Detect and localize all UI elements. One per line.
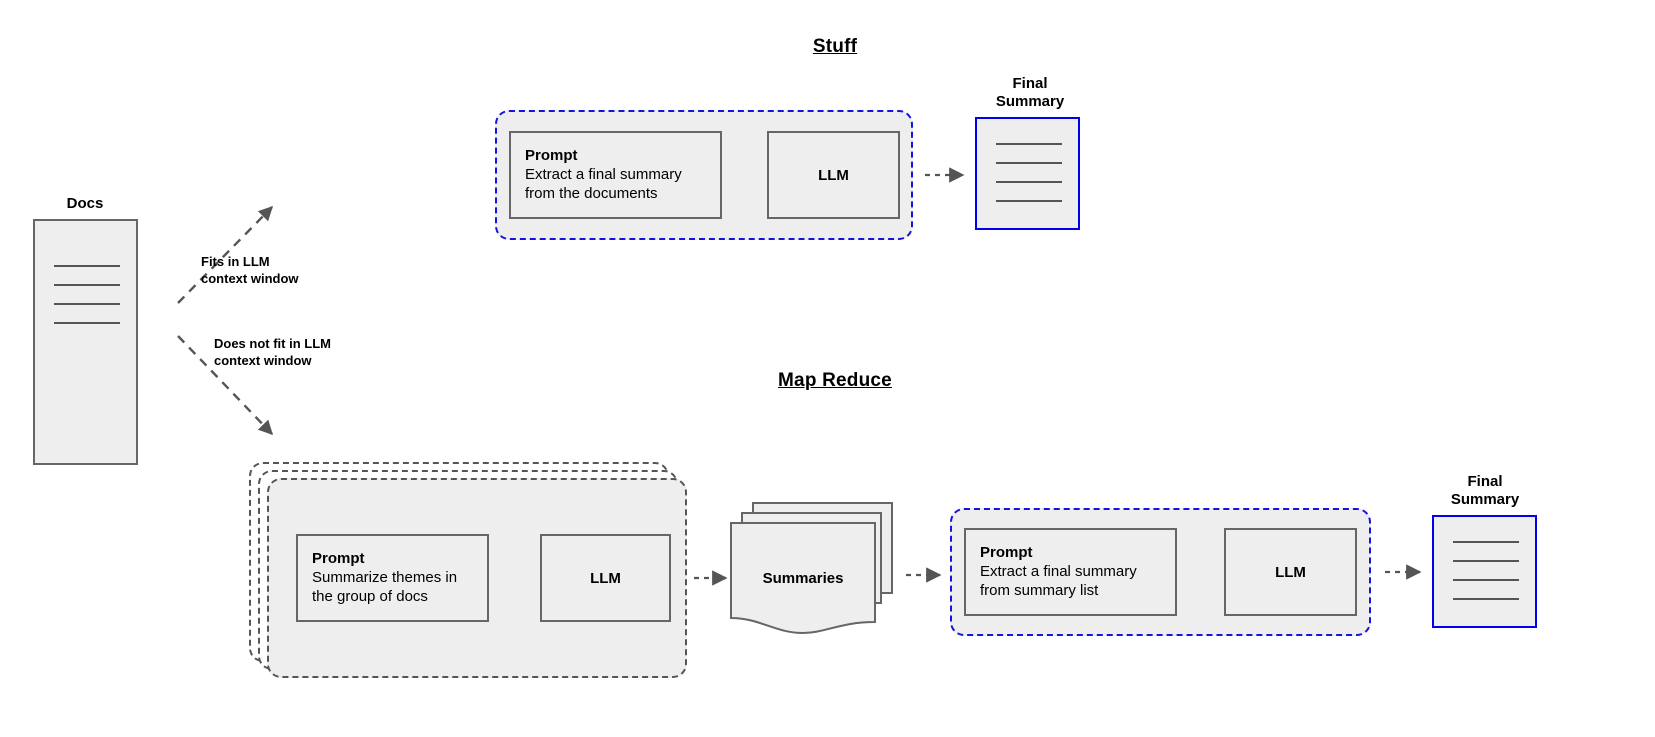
stuff-output-caption: Final Summary bbox=[995, 75, 1065, 110]
summaries-stack: Summaries bbox=[730, 502, 900, 635]
docs-line-4 bbox=[54, 322, 120, 324]
stuff-output-line-2 bbox=[996, 162, 1062, 164]
branch-label-does-not-fit: Does not fit in LLM context window bbox=[214, 336, 331, 368]
docs-line-3 bbox=[54, 303, 120, 305]
stuff-llm-box: LLM bbox=[767, 131, 900, 219]
map-prompt-title: Prompt bbox=[312, 550, 365, 567]
map-reduce-final-summary-document bbox=[1432, 515, 1537, 628]
map-reduce-output-line-3 bbox=[1453, 579, 1519, 581]
summaries-label: Summaries bbox=[762, 570, 844, 587]
docs-line-2 bbox=[54, 284, 120, 286]
map-reduce-section-title: Map Reduce bbox=[778, 370, 892, 391]
map-llm-label: LLM bbox=[590, 569, 621, 587]
reduce-prompt-body: Extract a final summary from summary lis… bbox=[980, 563, 1137, 599]
map-reduce-output-line-2 bbox=[1453, 560, 1519, 562]
stuff-output-line-4 bbox=[996, 200, 1062, 202]
reduce-prompt-box: Prompt Extract a final summary from summ… bbox=[964, 528, 1177, 616]
stuff-output-line-1 bbox=[996, 143, 1062, 145]
map-reduce-output-caption: Final Summary bbox=[1450, 473, 1520, 508]
map-reduce-output-line-4 bbox=[1453, 598, 1519, 600]
stuff-prompt-body: Extract a final summary from the documen… bbox=[525, 166, 682, 202]
stuff-output-line-3 bbox=[996, 181, 1062, 183]
reduce-llm-box: LLM bbox=[1224, 528, 1357, 616]
stuff-final-summary-document bbox=[975, 117, 1080, 230]
map-reduce-output-line-1 bbox=[1453, 541, 1519, 543]
docs-line-1 bbox=[54, 265, 120, 267]
stuff-section-title: Stuff bbox=[812, 36, 858, 57]
map-prompt-box: Prompt Summarize themes in the group of … bbox=[296, 534, 489, 622]
reduce-llm-label: LLM bbox=[1275, 563, 1306, 581]
stuff-llm-label: LLM bbox=[818, 166, 849, 184]
branch-label-fits: Fits in LLM context window bbox=[201, 254, 299, 286]
stuff-prompt-title: Prompt bbox=[525, 147, 578, 164]
docs-label: Docs bbox=[66, 195, 104, 212]
map-prompt-body: Summarize themes in the group of docs bbox=[312, 569, 458, 605]
docs-document bbox=[33, 219, 138, 465]
stuff-prompt-box: Prompt Extract a final summary from the … bbox=[509, 131, 722, 219]
map-llm-box: LLM bbox=[540, 534, 671, 622]
reduce-prompt-title: Prompt bbox=[980, 544, 1033, 561]
summaries-sheet-front bbox=[730, 522, 876, 635]
